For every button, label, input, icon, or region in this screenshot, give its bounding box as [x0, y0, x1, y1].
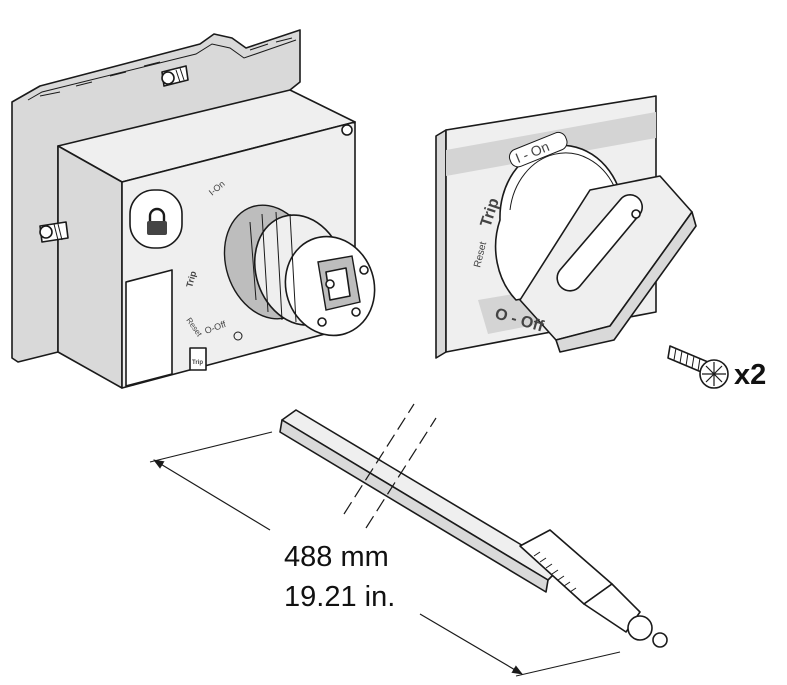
door-plate-side	[435, 129, 447, 359]
screw-quantity-label: x2	[734, 359, 766, 391]
mounting-plate-top-edge	[27, 39, 297, 101]
phillips-head-icon	[702, 362, 726, 386]
on-label-box	[508, 131, 568, 168]
trip-button	[189, 347, 207, 371]
shaft-end-ring	[627, 615, 653, 641]
door-screw: x2	[667, 345, 766, 391]
plate-screw	[161, 65, 189, 87]
shaft-spring	[533, 551, 577, 593]
break-line	[343, 403, 437, 529]
shaft-end-fitting	[583, 583, 641, 633]
box-left-side	[57, 145, 123, 389]
length-dimension: 488 mm 19.21 in.	[149, 431, 621, 677]
padlock-button	[129, 189, 183, 249]
shaft-length-in: 19.21 in.	[284, 581, 395, 613]
rotary-handle-mechanism: Trip I-On Trip Reset O-Off	[11, 29, 376, 389]
trip-label: Trip	[184, 270, 198, 289]
corner-screw	[341, 124, 353, 136]
rotary-hub	[223, 204, 376, 337]
plate-screw	[39, 221, 69, 243]
trip-button-label: Trip	[192, 360, 203, 366]
dimension-line-lower	[419, 613, 523, 675]
shaft-length-mm: 488 mm	[284, 541, 389, 573]
label-panel	[125, 269, 173, 387]
door-handle-assembly: I - On Trip Reset O - Off	[435, 95, 697, 359]
dimension-line-upper	[153, 459, 271, 531]
extension-shaft	[279, 403, 668, 648]
padlock-icon	[148, 207, 166, 222]
